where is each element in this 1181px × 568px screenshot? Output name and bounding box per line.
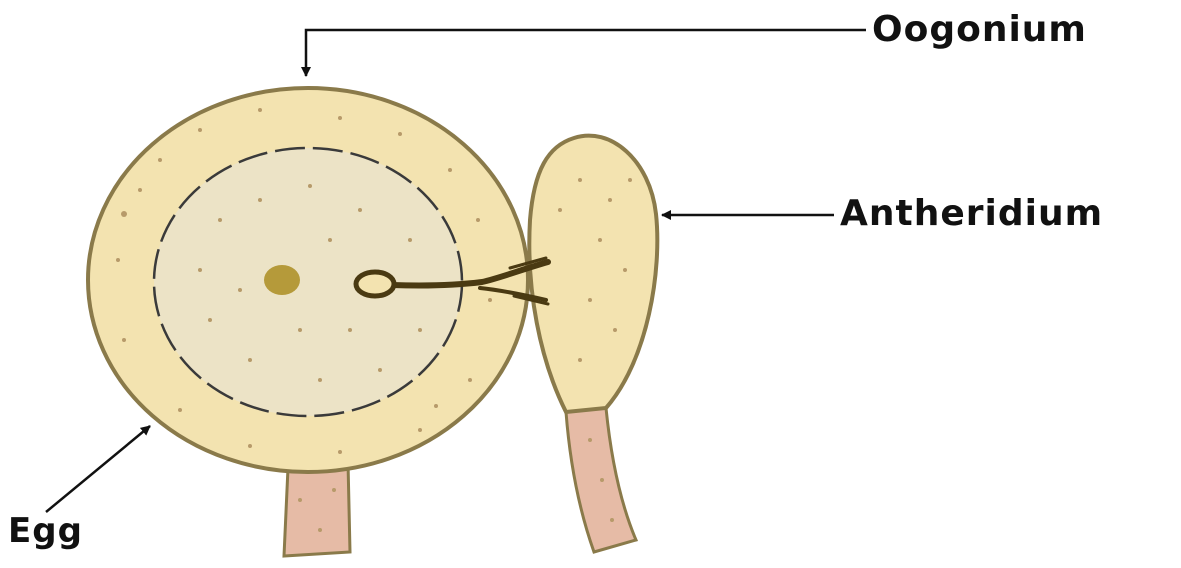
- egg-leader-line: [46, 426, 150, 512]
- oogonium-leader-line: [306, 30, 866, 76]
- antheridium-label: Antheridium: [840, 196, 1103, 232]
- egg-nucleus: [264, 265, 300, 295]
- antheridium: [529, 136, 657, 412]
- oogonium-label: Oogonium: [872, 12, 1087, 48]
- egg: [154, 148, 462, 416]
- egg-label: Egg: [8, 514, 83, 548]
- oogonium-stalk: [284, 462, 350, 556]
